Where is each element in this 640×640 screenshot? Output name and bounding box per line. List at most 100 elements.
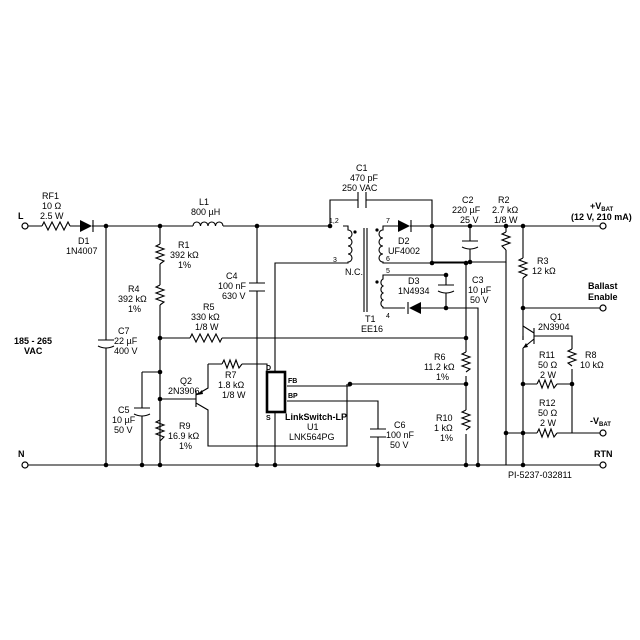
terminal-vbat-plus-circle bbox=[599, 222, 607, 230]
capacitor-symbol-c4 bbox=[249, 282, 265, 292]
c3-rating: 50 V bbox=[470, 295, 489, 305]
r9-tol: 1% bbox=[179, 441, 192, 451]
u1-pin-d: D bbox=[266, 365, 271, 372]
c7-rating: 400 V bbox=[114, 346, 138, 356]
wire-q2-emitter bbox=[208, 363, 268, 375]
t1-core bbox=[363, 228, 368, 312]
r7-value: 1.8 kΩ bbox=[218, 380, 245, 390]
r10-tol: 1% bbox=[440, 433, 453, 443]
capacitor-symbol-c6 bbox=[370, 428, 386, 438]
terminal-vbat-plus-label: +VBAT bbox=[590, 201, 613, 213]
diode-symbol-d3 bbox=[409, 302, 421, 314]
transistor-symbol-q1 bbox=[522, 325, 535, 349]
c1-ref: C1 bbox=[356, 163, 368, 173]
resistor-symbol-r5 bbox=[189, 332, 223, 344]
rf1-ref: RF1 bbox=[42, 191, 59, 201]
c2-rating: 25 V bbox=[460, 215, 479, 225]
input-voltage-line2: VAC bbox=[24, 346, 43, 356]
component-q2: Q2 2N3906 bbox=[168, 364, 209, 412]
c4-rating: 630 V bbox=[222, 291, 246, 301]
diode-symbol-d1 bbox=[80, 220, 92, 232]
r8-ref: R8 bbox=[585, 350, 597, 360]
component-c2: C2 220 µF 25 V bbox=[452, 195, 481, 250]
r6-tol: 1% bbox=[436, 372, 449, 382]
terminal-n-label: N bbox=[18, 449, 25, 459]
r4-tol: 1% bbox=[128, 304, 141, 314]
component-c7: C7 22 µF 400 V bbox=[97, 326, 138, 356]
component-r4: R4 392 kΩ 1% bbox=[118, 284, 166, 314]
component-r8: R8 10 kΩ bbox=[566, 348, 604, 370]
resistor-symbol-r10 bbox=[460, 409, 472, 431]
r9-ref: R9 bbox=[179, 421, 191, 431]
r11-rating: 2 W bbox=[540, 370, 557, 380]
c5-value: 10 µF bbox=[112, 415, 136, 425]
r11-ref: R11 bbox=[539, 350, 555, 360]
rf1-rating: 2.5 W bbox=[40, 211, 64, 221]
t1-bias-winding bbox=[380, 274, 388, 309]
component-r1: R1 392 kΩ 1% bbox=[154, 240, 199, 270]
r1-value: 392 kΩ bbox=[170, 250, 199, 260]
capacitor-symbol-c2 bbox=[461, 240, 479, 250]
q1-ref: Q1 bbox=[550, 312, 562, 322]
resistor-symbol-r4 bbox=[154, 284, 166, 306]
resistor-symbol-r1 bbox=[154, 243, 166, 265]
component-c4: C4 100 nF 630 V bbox=[218, 271, 265, 301]
component-rf1: RF1 10 Ω 2.5 W bbox=[40, 191, 71, 232]
r5-value: 330 kΩ bbox=[191, 312, 220, 322]
terminal-rtn: RTN bbox=[594, 449, 613, 469]
component-l1: L1 800 µH bbox=[191, 197, 224, 227]
component-t1: 1,2 3 7 6 5 4 N.C. T1 EE16 bbox=[329, 218, 390, 334]
q2-part: 2N3906 bbox=[168, 386, 200, 396]
r6-value: 11.2 kΩ bbox=[424, 362, 455, 372]
u1-name: LinkSwitch-LP bbox=[285, 412, 347, 422]
terminal-vbat-minus-label: -VBAT bbox=[590, 416, 611, 428]
r9-value: 16.9 kΩ bbox=[168, 431, 200, 441]
component-c1: C1 470 pF 250 VAC bbox=[342, 163, 379, 208]
component-r3: R3 12 kΩ bbox=[517, 256, 556, 279]
wire-pin3-drain bbox=[274, 262, 343, 372]
c1-rating: 250 VAC bbox=[342, 183, 378, 193]
r5-rating: 1/8 W bbox=[195, 322, 219, 332]
resistor-symbol-r2 bbox=[500, 231, 512, 251]
component-r11: R11 50 Ω 2 W bbox=[536, 350, 558, 390]
component-r5: R5 330 kΩ 1/8 W bbox=[189, 302, 223, 344]
c2-ref: C2 bbox=[462, 195, 474, 205]
diode-symbol-d2 bbox=[398, 220, 410, 232]
r3-ref: R3 bbox=[537, 256, 549, 266]
t1-pin6: 6 bbox=[386, 256, 390, 263]
r12-ref: R12 bbox=[539, 398, 556, 408]
r12-value: 50 Ω bbox=[538, 408, 558, 418]
component-r6: R6 11.2 kΩ 1% bbox=[424, 351, 472, 382]
t1-pin4: 4 bbox=[386, 313, 390, 320]
q2-ref: Q2 bbox=[180, 376, 192, 386]
input-voltage: 185 - 265 VAC bbox=[14, 336, 52, 356]
r7-rating: 1/8 W bbox=[222, 390, 246, 400]
terminal-vbat-plus-spec: (12 V, 210 mA) bbox=[571, 212, 632, 222]
terminal-n-circle bbox=[21, 461, 29, 469]
r4-ref: R4 bbox=[128, 284, 140, 294]
terminal-n: N bbox=[18, 449, 29, 469]
resistor-symbol-r12 bbox=[536, 427, 558, 439]
terminal-l-label: L bbox=[18, 211, 24, 221]
component-r12: R12 50 Ω 2 W bbox=[536, 398, 558, 439]
d2-ref: D2 bbox=[398, 236, 410, 246]
t1-secondary-winding bbox=[378, 225, 388, 264]
d3-ref: D3 bbox=[408, 276, 420, 286]
c3-ref: C3 bbox=[472, 275, 484, 285]
t1-core-label: EE16 bbox=[361, 324, 383, 334]
terminal-ballast-enable-line2: Enable bbox=[588, 292, 618, 302]
u1-part: LNK564PG bbox=[289, 432, 335, 442]
resistor-symbol-r8 bbox=[566, 348, 578, 367]
u1-ref: U1 bbox=[307, 422, 319, 432]
r1-ref: R1 bbox=[178, 240, 190, 250]
resistor-symbol-r11 bbox=[536, 378, 558, 390]
component-c6: C6 100 nF 50 V bbox=[370, 420, 415, 450]
capacitor-symbol-c3 bbox=[437, 284, 455, 294]
component-d2: D2 UF4002 bbox=[388, 220, 420, 256]
r6-ref: R6 bbox=[434, 352, 446, 362]
r5-ref: R5 bbox=[203, 302, 215, 312]
r3-value: 12 kΩ bbox=[532, 266, 556, 276]
c6-rating: 50 V bbox=[390, 440, 409, 450]
u1-body bbox=[265, 370, 287, 414]
